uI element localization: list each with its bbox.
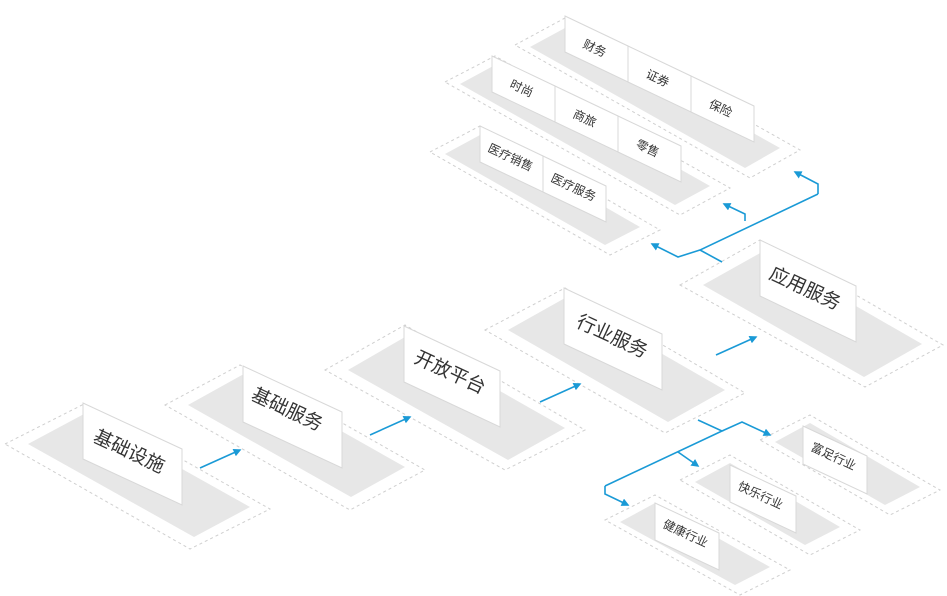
industry-labels: 富足行业 快乐行业 健康行业 xyxy=(661,439,859,550)
platform-wealth xyxy=(758,414,942,516)
application-connectors xyxy=(650,171,819,263)
connector-to-happiness xyxy=(677,451,700,467)
card-health xyxy=(654,502,720,571)
connector-to-retail xyxy=(722,203,746,221)
card-application-services xyxy=(759,239,857,343)
card-infrastructure xyxy=(82,402,183,506)
arrow-basic-to-open xyxy=(369,415,412,436)
arrow-infra-to-basic xyxy=(199,448,242,469)
platform-row-retail xyxy=(443,55,732,216)
cell-retail xyxy=(617,115,682,183)
platform-health xyxy=(603,494,792,596)
connector-to-medical xyxy=(650,243,701,258)
platform-open-platform xyxy=(323,324,587,471)
platform-row-medical xyxy=(428,125,662,256)
card-basic-services xyxy=(242,365,343,469)
arrow-open-to-industry xyxy=(539,382,582,403)
connector-application-trunk xyxy=(698,193,819,263)
platform-application-services xyxy=(678,239,945,388)
connector-to-health xyxy=(604,486,630,506)
application-cells xyxy=(479,15,755,223)
connector-industry-trunk xyxy=(604,419,724,487)
industry-connectors xyxy=(604,419,772,506)
cell-insurance xyxy=(690,75,755,143)
platform-infrastructure xyxy=(3,403,272,550)
main-arrows xyxy=(199,335,758,469)
platform-row-finance xyxy=(513,17,802,179)
platform-industry-services xyxy=(483,287,747,434)
platform-basic-services xyxy=(163,364,427,511)
card-open-platform xyxy=(403,325,501,428)
platform-happiness xyxy=(678,454,862,556)
card-industry-services xyxy=(563,287,663,391)
cell-medical-services xyxy=(542,155,607,223)
main-cards xyxy=(82,239,857,506)
card-wealth xyxy=(802,425,868,495)
arrow-industry-to-application xyxy=(715,335,758,356)
connector-to-finance xyxy=(793,171,819,194)
card-happiness xyxy=(729,464,797,534)
connector-to-wealth xyxy=(721,421,772,436)
platforms xyxy=(3,239,945,550)
industry-cards xyxy=(654,425,868,571)
